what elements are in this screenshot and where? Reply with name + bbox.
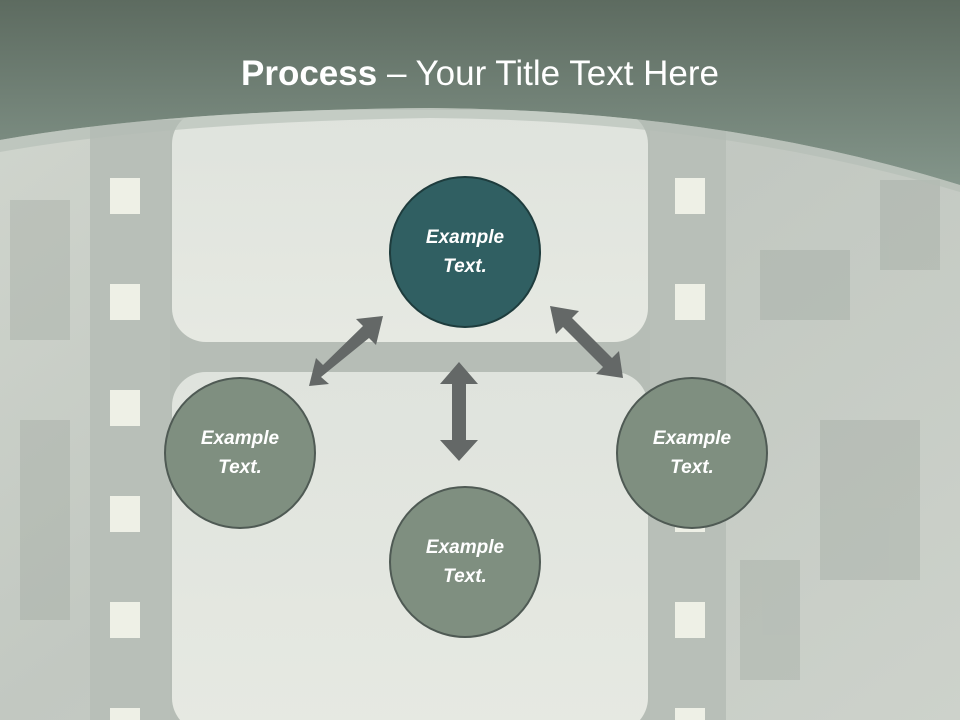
node-bottom-line1: Example [425, 537, 505, 558]
node-left-line2: Text. [218, 457, 262, 478]
node-right-line2: Text. [670, 457, 714, 478]
node-center-line1: Example [425, 227, 505, 248]
node-left-line1: Example [200, 428, 280, 449]
title-bold: Process [241, 54, 378, 93]
node-right-line1: Example [652, 428, 732, 449]
arrow-top-right [550, 306, 623, 378]
arrow-top-left [309, 316, 383, 386]
arrow-vertical [440, 362, 478, 461]
grunge-texture [10, 180, 940, 680]
node-center-line2: Text. [443, 256, 487, 277]
header-band [0, 0, 960, 185]
title-rest: – Your Title Text Here [377, 54, 719, 93]
slide-title: Process – Your Title Text Here [0, 52, 960, 96]
node-bottom-line2: Text. [443, 566, 487, 587]
